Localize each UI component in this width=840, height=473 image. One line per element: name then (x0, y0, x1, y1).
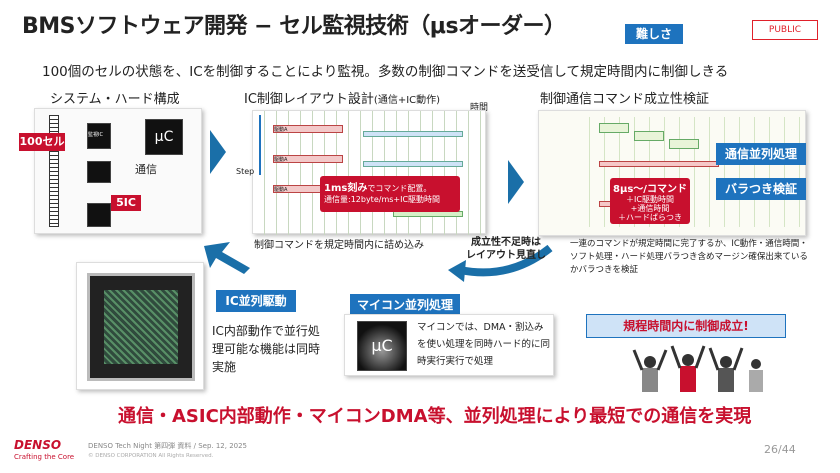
monitor-ic-2 (87, 161, 111, 183)
ic-parallel-tag: IC並列駆動 (216, 290, 296, 312)
denso-slogan: Crafting the Core (14, 453, 75, 461)
cell-stack (49, 115, 59, 227)
verify-block-1 (599, 123, 629, 133)
drive-bar-1: 駆動A (273, 125, 343, 133)
mcu-parallel-desc: マイコンでは、DMA・割込みを使い処理を同時ハード的に同時実行実行で処理 (417, 322, 551, 367)
time-axis-label: 時間 (470, 103, 489, 113)
flow-arrow-1 (210, 130, 226, 174)
ic-die-pattern (104, 290, 178, 364)
feedback-arrow (448, 244, 553, 282)
back-arrow (204, 242, 250, 274)
ic-die-image (87, 273, 195, 381)
layout-section-title: IC制御レイアウト設計(通信+IC動作) (244, 92, 441, 107)
layout-caption: 制御コマンドを規定時間内に詰め込み (254, 240, 424, 251)
mcu-image: μC (357, 321, 407, 371)
layout-timing-chart: 駆動A 駆動A 駆動A (252, 110, 487, 235)
ic-board-panel (76, 262, 204, 390)
verify-bar-1 (599, 161, 719, 167)
verify-section-title: 制御通信コマンド成立性検証 (540, 92, 710, 107)
page-title: BMSソフトウェア開発 − セル監視技術（μsオーダー） (22, 14, 566, 39)
ic-count-tag: 5IC (111, 195, 141, 211)
mcu-parallel-tag: マイコン並列処理 (350, 294, 460, 316)
flow-arrow-2 (508, 160, 524, 204)
monitor-ic-1 (87, 123, 111, 149)
step-axis-label: Step (236, 167, 255, 176)
layout-callout: 1ms刻みでコマンド配置。 通信量:12byte/ms+IC駆動時間 (320, 176, 460, 212)
verify-block-3 (669, 139, 699, 149)
public-badge: PUBLIC (752, 20, 818, 40)
celebration-illustration (632, 345, 763, 392)
page-number: 26/44 (764, 443, 796, 456)
comm-bar-1 (363, 131, 463, 137)
verify-callout: 8μs〜/コマンド ＋IC駆動時間 +通信時間 ＋ハードばらつき (610, 178, 690, 224)
system-section-title: システム・ハード構成 (50, 92, 180, 107)
variation-tag: バラつき検証 (716, 178, 806, 200)
cells-tag: 100セル (19, 133, 65, 151)
footer-copyright: © DENSO CORPORATION All Rights Reserved. (88, 453, 214, 459)
mcu-chip: μC (145, 119, 183, 155)
comm-label: 通信 (135, 163, 157, 176)
step-arrow (259, 115, 261, 175)
mcu-parallel-panel: μC マイコンでは、DMA・割込みを使い処理を同時ハード的に同時実行実行で処理 (344, 314, 554, 376)
monitor-ic-label: 監視IC (88, 132, 103, 138)
feedback-label: 成立性不足時は レイアウト見直し (466, 237, 546, 261)
ic-parallel-desc: IC内部動作で並行処理可能な機能は同時実施 (212, 324, 321, 374)
verify-description: 一連のコマンドが規定時間に完了するか、IC動作・通信時間・ソフト処理・ハード処理… (570, 239, 808, 275)
drive-bar-2: 駆動A (273, 155, 343, 163)
comm-parallel-tag: 通信並列処理 (716, 143, 806, 165)
footer-event: DENSO Tech Night 第四弾 資料 / Sep. 12, 2025 (88, 442, 248, 450)
denso-logo: DENSO (14, 438, 62, 452)
verify-block-2 (634, 131, 664, 141)
page-subtitle: 100個のセルの状態を、ICを制御することにより監視。多数の制御コマンドを送受信… (42, 64, 729, 80)
result-banner: 規程時間内に制御成立! (586, 314, 786, 338)
comm-bar-2 (363, 161, 463, 167)
conclusion-text: 通信・ASIC内部動作・マイコンDMA等、並列処理により最短での通信を実現 (118, 406, 752, 427)
difficulty-badge: 難しさ (625, 24, 683, 44)
system-diagram: 100セル 監視IC 5IC μC 通信 (19, 108, 202, 234)
monitor-ic-3 (87, 203, 111, 227)
